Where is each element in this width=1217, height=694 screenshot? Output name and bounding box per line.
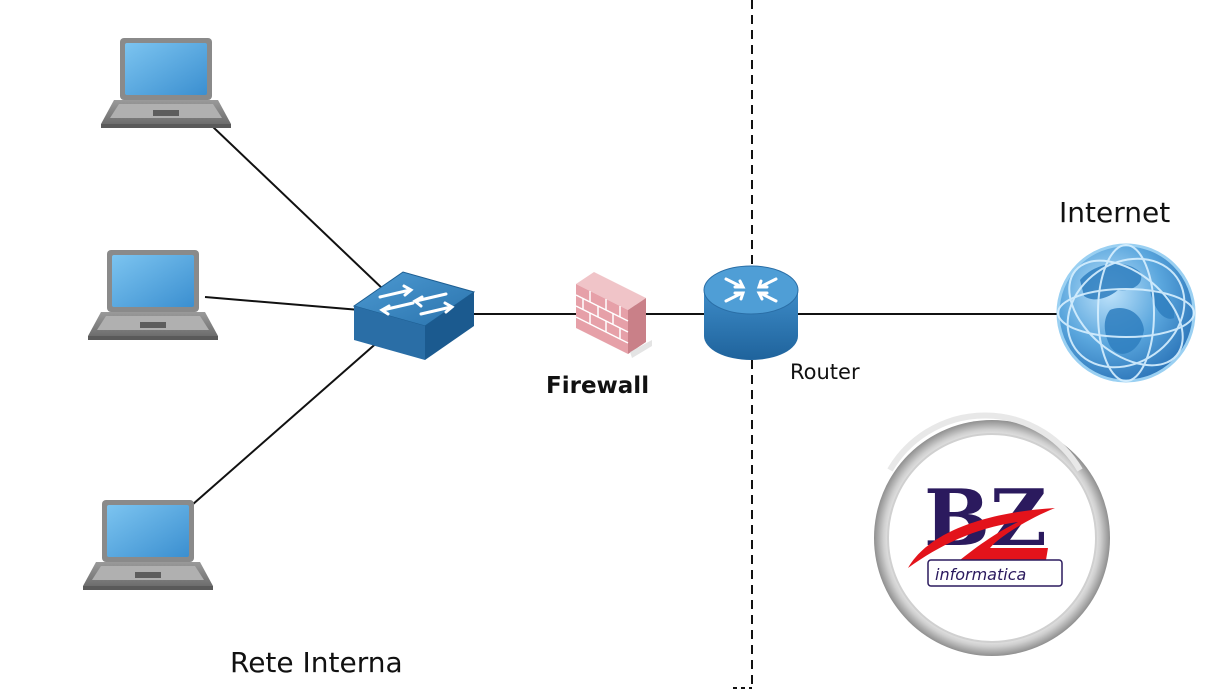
network-switch-icon [352, 271, 476, 360]
link-laptop1-switch [211, 125, 385, 291]
router-label: Router [790, 360, 860, 384]
router-icon [703, 265, 799, 360]
link-laptop2-switch [204, 296, 361, 311]
firewall-icon [575, 272, 652, 358]
company-logo: BZ informatica [874, 412, 1110, 656]
logo-subtitle: informatica [935, 565, 1026, 584]
connection-lines [191, 125, 1060, 506]
logo-swoosh [908, 508, 1055, 568]
link-laptop3-switch [191, 339, 381, 506]
internal-network-label: Rete Interna [230, 646, 403, 679]
laptop-icon [88, 250, 218, 340]
internet-label: Internet [1059, 196, 1170, 229]
laptop-icon [101, 38, 231, 128]
firewall-label: Firewall [546, 373, 649, 399]
globe-icon [1056, 243, 1196, 383]
laptop-icon [83, 500, 213, 590]
